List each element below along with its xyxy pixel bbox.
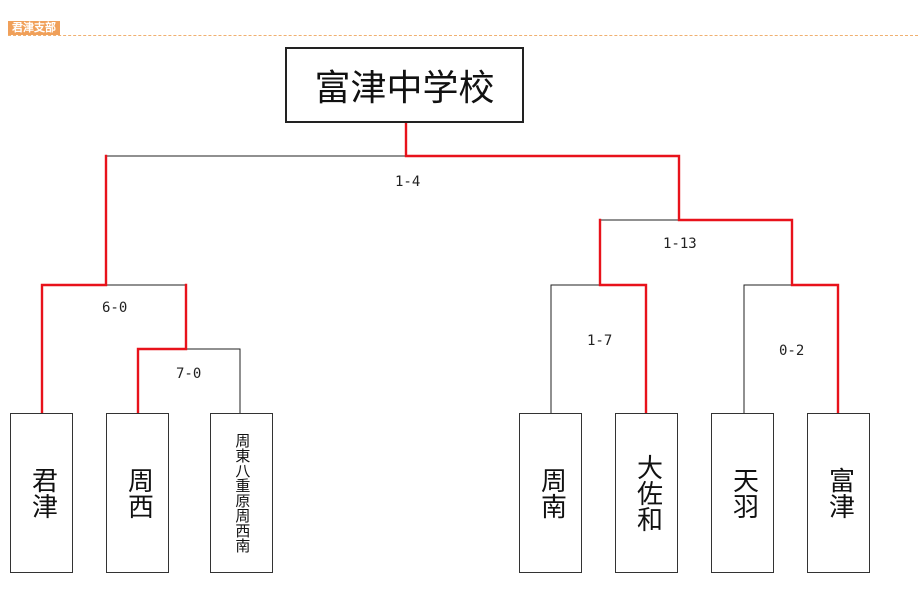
- team-name: 大佐和: [632, 454, 663, 532]
- team-box-shusai: 周西: [106, 413, 169, 573]
- team-box-osawa: 大佐和: [615, 413, 678, 573]
- team-box-futtsu: 富津: [807, 413, 870, 573]
- score-left-semi: 6-0: [102, 300, 128, 316]
- score-left-first-round: 7-0: [176, 366, 202, 382]
- bracket-line-amaha: [743, 284, 793, 414]
- team-name: 周東八重原周西南: [233, 433, 252, 553]
- score-right-right-match: 0-2: [779, 343, 805, 359]
- team-box-amaha: 天羽: [711, 413, 774, 573]
- team-name: 周南: [536, 467, 567, 519]
- winner-line-champion: [404, 122, 840, 415]
- team-name: 君津: [27, 467, 58, 519]
- score-right-semi: 1-13: [663, 236, 697, 252]
- champion-box: 富津中学校: [285, 47, 524, 123]
- team-box-kimitsu: 君津: [10, 413, 73, 573]
- bracket-line-left-semi-right: [105, 284, 187, 349]
- section-tag: 君津支部: [8, 21, 60, 35]
- section-divider: [8, 35, 918, 36]
- score-right-left-match: 1-7: [587, 333, 613, 349]
- team-box-shuto-yaehara-shusainan: 周東八重原周西南: [210, 413, 273, 573]
- winner-line-right-semi: [598, 218, 648, 415]
- team-name: 天羽: [728, 467, 759, 519]
- winner-line-left-final: [40, 154, 108, 415]
- score-final: 1-4: [395, 174, 421, 190]
- team-name: 周西: [123, 467, 154, 519]
- team-name: 富津: [824, 467, 855, 519]
- bracket-line-zhounan: [550, 284, 601, 414]
- team-box-shunan: 周南: [519, 413, 582, 573]
- winner-line-left-semi: [136, 283, 188, 415]
